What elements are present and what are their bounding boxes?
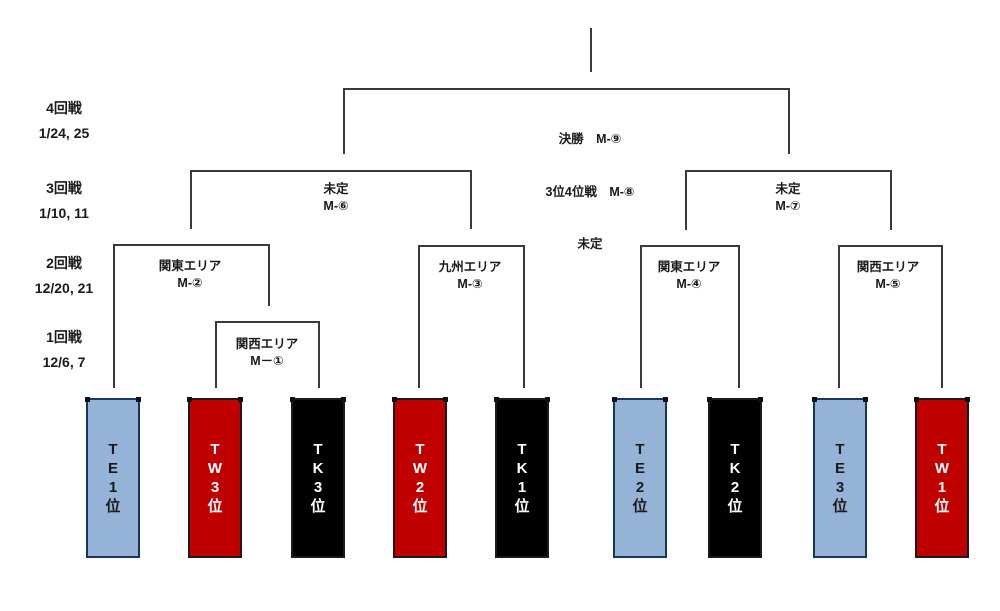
bracket-line-m4-horizontal [640,245,738,247]
team-flag-label: T E 3 位 [832,441,848,515]
team-flag-label: T K 1 位 [514,441,530,515]
match-code: M-② [177,276,203,290]
team-flag-TK3位: T K 3 位 [290,397,346,558]
match-area: 関東エリア [158,259,222,273]
team-flag-label: T E 2 位 [632,441,648,515]
bracket-line-final-right-leg [788,88,790,154]
match-code: M-⑤ [875,277,901,291]
match-label-m4: 関東エリア M-④ [619,259,759,293]
bracket-line-m7-right-leg [890,170,892,230]
bracket-line-m5-horizontal [838,245,941,247]
match-code: M-⑥ [323,199,349,213]
team-flag-TK2位: T K 2 位 [707,397,763,558]
round-label-4回戦: 4回戦 1/24, 25 [12,96,116,146]
bracket-line-m6-right-leg [470,170,472,229]
third-place-match-line: 3位4位戦 M-⑧ [545,184,635,199]
bracket-line-m6-left-leg [190,170,192,229]
match-label-m5: 関西エリア M-⑤ [818,259,958,293]
round-name: 4回戦 [46,100,82,116]
team-flag-label: T K 2 位 [727,441,743,515]
match-area: 関西エリア [235,337,299,351]
bracket-line-champion-stub [590,28,592,72]
round-dates: 1/24, 25 [38,125,90,141]
match-area: 九州エリア [438,260,502,274]
bracket-line-m3-right-leg [523,245,525,388]
match-code: M-④ [676,277,702,291]
round-dates: 12/6, 7 [42,354,86,370]
bracket-line-m2-right-leg [268,244,270,306]
match-area: 関東エリア [657,260,721,274]
team-flag-TK1位: T K 1 位 [494,397,550,558]
round-label-2回戦: 2回戦 12/20, 21 [12,251,116,301]
team-flag-TW1位: T W 1 位 [914,397,970,558]
match-label-m1: 関西エリア M－① [197,336,337,370]
team-flag-label: T W 1 位 [934,441,950,515]
team-flag-TE1位: T E 1 位 [85,397,141,558]
final-status-line: 未定 [577,237,603,251]
bracket-line-m2-horizontal [113,244,268,246]
bracket-line-m7-left-leg [685,170,687,230]
match-label-m2: 関東エリア M-② [120,258,260,292]
team-flag-label: T E 1 位 [105,441,121,515]
round-dates: 1/10, 11 [39,205,89,221]
match-area: 関西エリア [856,260,920,274]
team-flag-label: T W 3 位 [207,441,223,515]
bracket-line-m2-left-leg [113,244,115,388]
round-label-1回戦: 1回戦 12/6, 7 [12,325,116,375]
round-name: 1回戦 [46,329,82,345]
match-area: 未定 [775,182,801,196]
bracket-line-final-horizontal [343,88,788,90]
match-label-m6: 未定 M-⑥ [266,181,406,215]
bracket-line-m3-left-leg [418,245,420,388]
match-label-m7: 未定 M-⑦ [718,181,858,215]
bracket-line-m4-left-leg [640,245,642,388]
match-area: 未定 [323,182,349,196]
bracket-line-m3-horizontal [418,245,523,247]
team-flag-label: T W 2 位 [412,441,428,515]
match-code: M-⑦ [775,199,801,213]
team-flag-label: T K 3 位 [310,441,326,515]
team-flag-TW2位: T W 2 位 [392,397,448,558]
match-code: M-③ [457,277,483,291]
round-name: 3回戦 [46,180,82,196]
bracket-line-m5-left-leg [838,245,840,388]
bracket-line-final-left-leg [343,88,345,154]
bracket-line-m4-right-leg [738,245,740,388]
bracket-line-m7-horizontal [685,170,890,172]
team-flag-TE3位: T E 3 位 [812,397,868,558]
round-label-3回戦: 3回戦 1/10, 11 [12,176,116,226]
round-name: 2回戦 [46,255,82,271]
bracket-line-m1-right-leg [318,321,320,388]
bracket-line-m6-horizontal [190,170,470,172]
bracket-line-m1-left-leg [215,321,217,388]
final-match-line: 決勝 M-⑨ [558,132,622,146]
team-flag-TE2位: T E 2 位 [612,397,668,558]
team-flag-TW3位: T W 3 位 [187,397,243,558]
bracket-line-m5-right-leg [941,245,943,388]
bracket-line-m1-horizontal [215,321,318,323]
match-label-m3: 九州エリア M-③ [400,259,540,293]
match-code: M－① [250,354,284,368]
final-match-label: 決勝 M-⑨ 3位4位戦 M-⑧ 未定 [480,96,700,289]
round-dates: 12/20, 21 [34,280,94,296]
